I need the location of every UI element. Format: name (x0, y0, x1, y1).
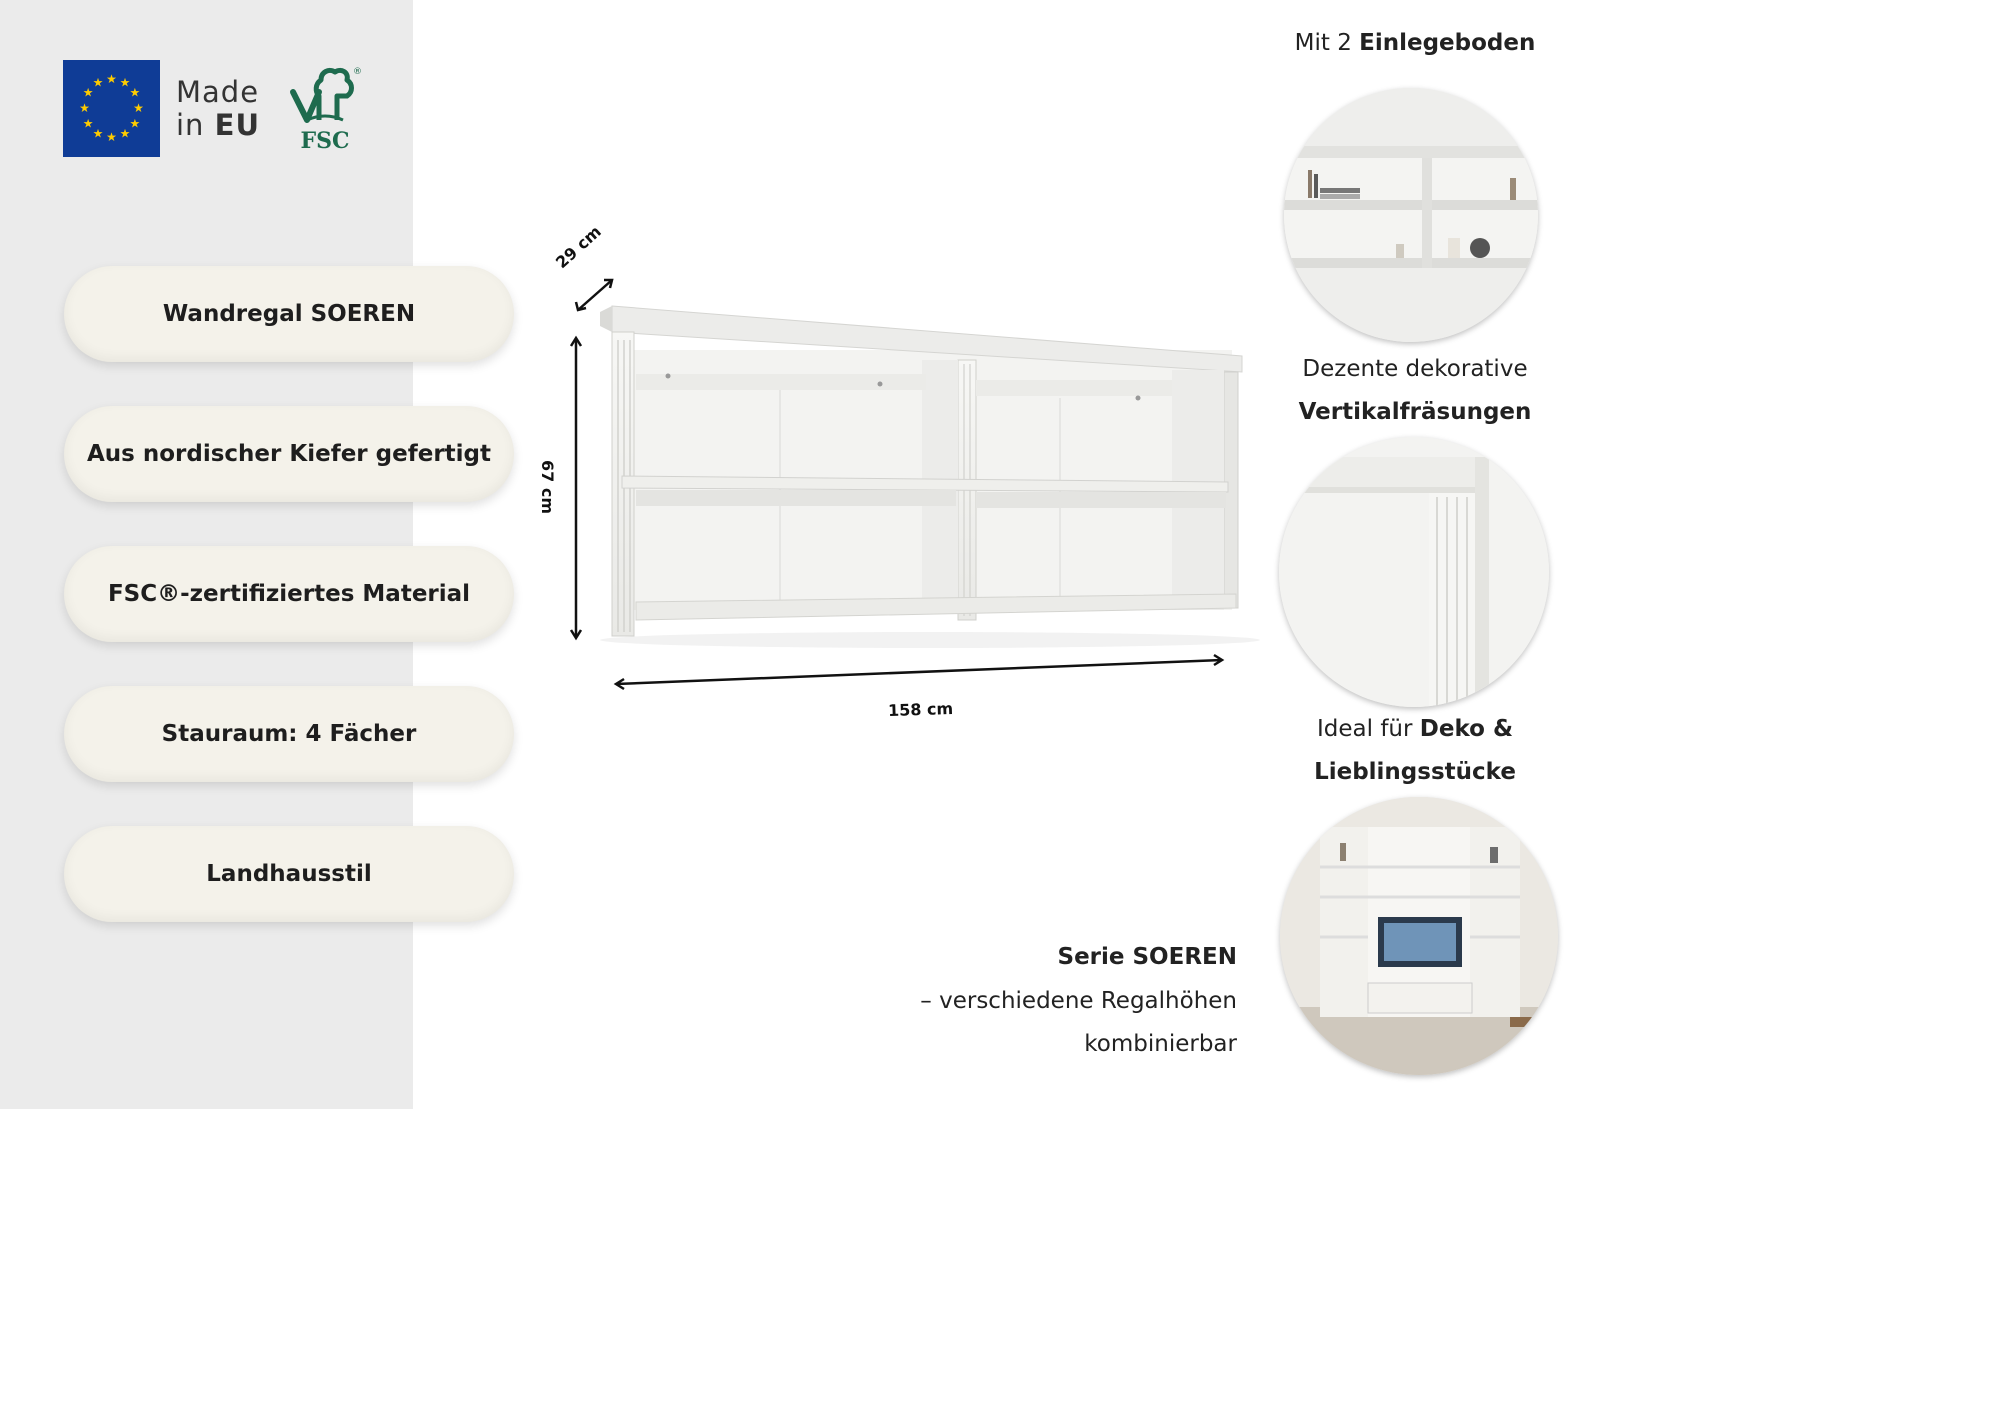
svg-text:★: ★ (93, 76, 104, 90)
serie-title: Serie SOEREN (1057, 944, 1238, 970)
made-line2: in EU (176, 108, 261, 142)
caption-decor-line1: Dezente dekorative (1302, 356, 1528, 382)
svg-text:★: ★ (83, 86, 94, 100)
svg-text:★: ★ (130, 86, 141, 100)
feature-pill: FSC®-zertifiziertes Material (64, 546, 514, 642)
detail-shelves-image (1284, 88, 1538, 342)
depth-arrow (574, 278, 614, 312)
svg-text:★: ★ (93, 126, 104, 140)
fsc-registered: ® (353, 67, 362, 77)
made-in-eu-text: Made in EU (176, 76, 260, 142)
svg-text:★: ★ (133, 101, 144, 115)
feature-pill: Landhausstil (64, 826, 514, 922)
svg-text:★: ★ (83, 117, 94, 131)
feature-pill: Stauraum: 4 Fächer (64, 686, 514, 782)
width-label: 158 cm (887, 698, 954, 721)
serie-line1: – verschiedene Regalhöhen (920, 988, 1237, 1014)
caption-ideal-line2: Lieblingsstücke (1314, 759, 1516, 785)
made-line1: Made (176, 75, 260, 109)
height-arrow (569, 335, 583, 641)
detail-vertical-grooves-image (1279, 437, 1549, 707)
caption-decor-line2: Vertikalfräsungen (1298, 399, 1532, 425)
feature-pill: Aus nordischer Kiefer gefertigt (64, 406, 514, 502)
svg-text:★: ★ (120, 76, 131, 90)
svg-text:★: ★ (130, 117, 141, 131)
svg-text:★: ★ (79, 101, 90, 115)
eu-flag-icon: ★ ★ ★ ★ ★ ★ ★ ★ ★ ★ ★ ★ (63, 60, 160, 157)
width-arrow (613, 653, 1225, 691)
serie-line2: kombinierbar (1084, 1031, 1237, 1057)
fsc-label: FSC (300, 128, 349, 154)
living-room-setup-image (1280, 797, 1558, 1075)
caption-ideal-line1: Ideal für Deko & (1316, 716, 1514, 742)
caption-shelves: Mit 2 Einlegeboden (1294, 30, 1536, 56)
wall-shelf-illustration (569, 278, 1260, 691)
fsc-logo-icon: ® FSC (285, 62, 365, 154)
height-label: 67 cm (538, 460, 557, 514)
svg-text:★: ★ (120, 126, 131, 140)
svg-text:★: ★ (106, 72, 117, 86)
feature-pill: Wandregal SOEREN (64, 266, 514, 362)
svg-text:★: ★ (106, 130, 117, 144)
